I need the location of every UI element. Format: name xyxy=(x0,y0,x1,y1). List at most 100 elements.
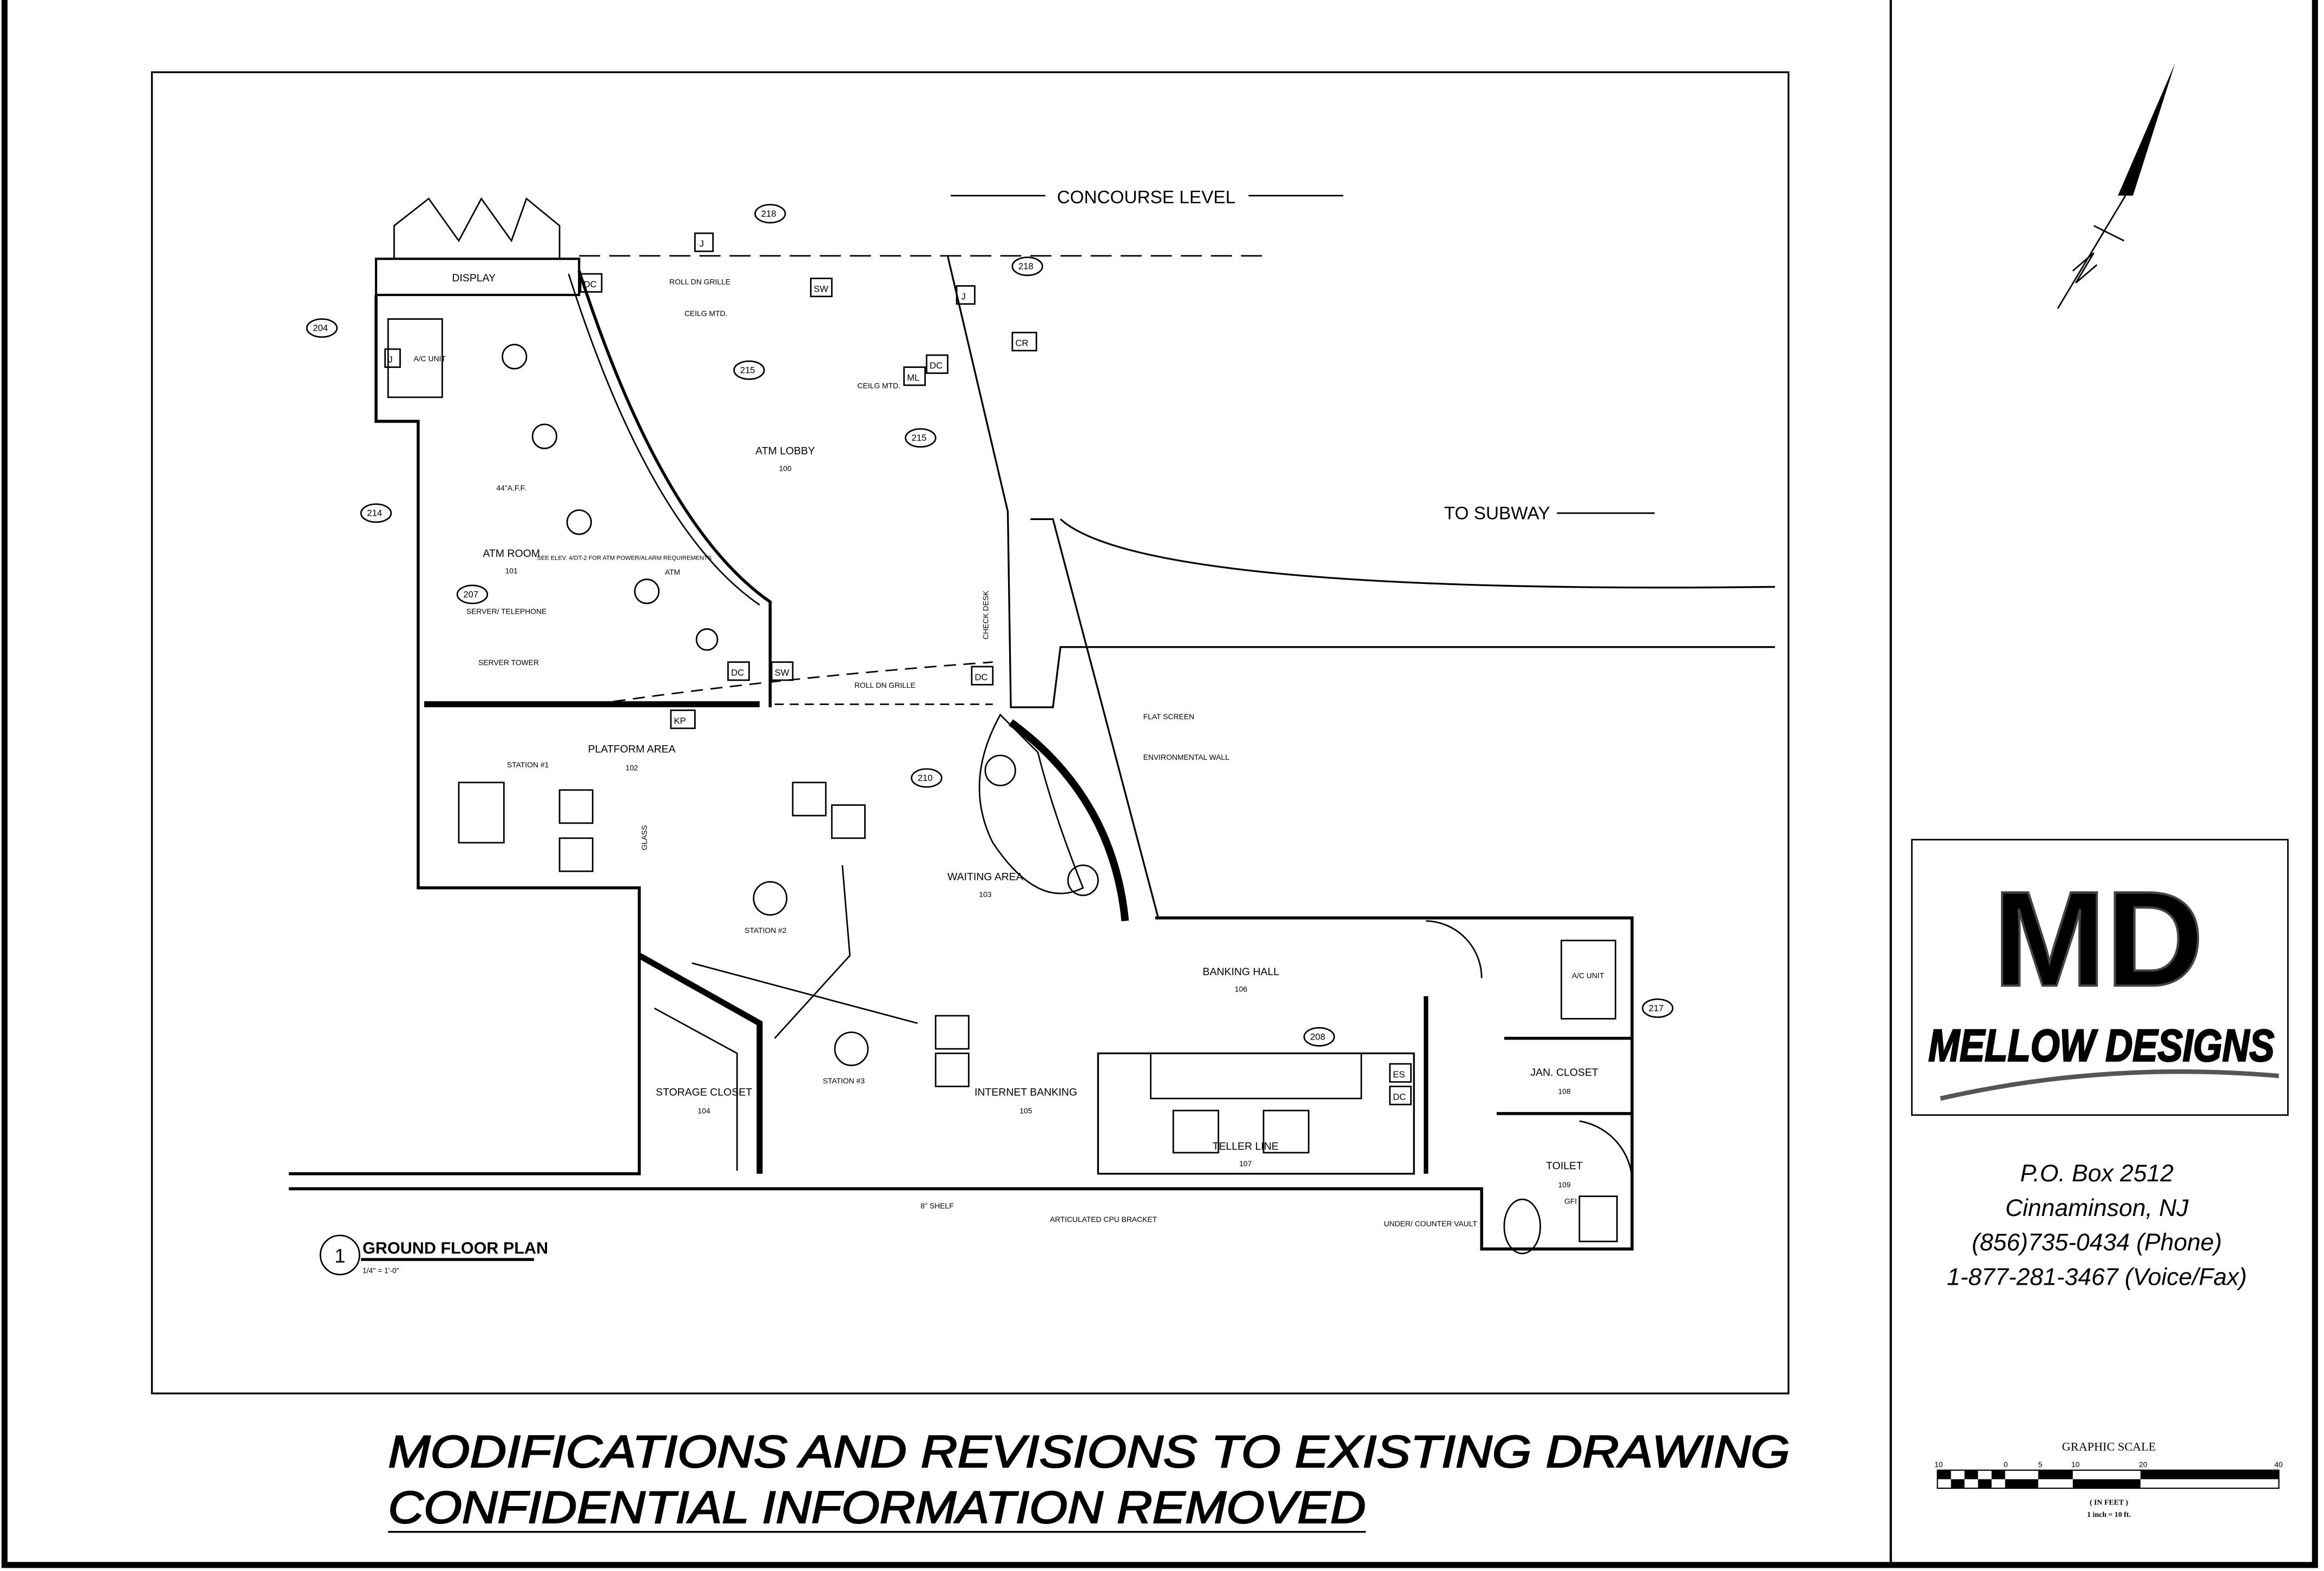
see-elevation-note: SEE ELEV. 4/DT-2 FOR ATM POWER/ALARM REQ… xyxy=(537,555,712,561)
svg-text:208: 208 xyxy=(1310,1031,1325,1042)
svg-text:MELLOW DESIGNS: MELLOW DESIGNS xyxy=(1928,1020,2274,1070)
tag: CR xyxy=(1011,332,1037,352)
svg-text:217: 217 xyxy=(1649,1003,1664,1014)
svg-text:SW: SW xyxy=(775,668,789,678)
station-1-note: STATION #1 xyxy=(507,760,549,769)
svg-text:MD: MD xyxy=(1993,863,2203,1015)
svg-text:DISPLAY: DISPLAY xyxy=(452,272,496,284)
flat-screen-note: FLAT SCREEN xyxy=(1143,712,1194,721)
plan-notes: ROLL DN GRILLE ROLL DN GRILLE CEILG MTD.… xyxy=(413,278,1604,1228)
shelf-note: 8" SHELF xyxy=(920,1201,953,1210)
concourse-level-text: CONCOURSE LEVEL xyxy=(1057,187,1235,207)
concourse-label: CONCOURSE LEVEL xyxy=(950,187,1344,207)
svg-text:ES: ES xyxy=(1393,1069,1405,1080)
callout: 215 xyxy=(905,428,937,448)
tag: DC xyxy=(1389,1086,1412,1106)
station-3-note: STATION #3 xyxy=(823,1076,865,1085)
svg-text:DC: DC xyxy=(731,668,744,678)
graphic-scale: GRAPHIC SCALE 10 0 5 10 20 40 ( IN FEET … xyxy=(1934,1440,2283,1519)
svg-text:ML: ML xyxy=(907,373,919,383)
gfi-note: GFI xyxy=(1564,1197,1577,1206)
svg-text:218: 218 xyxy=(761,208,776,219)
callout: 218 xyxy=(1011,257,1043,277)
svg-text:210: 210 xyxy=(918,773,933,783)
north-arrow-icon xyxy=(2057,63,2175,309)
callout: 214 xyxy=(360,503,392,523)
svg-text:DC: DC xyxy=(584,279,597,290)
tag: ES xyxy=(1389,1063,1412,1083)
station-2-note: STATION #2 xyxy=(745,926,787,935)
svg-text:207: 207 xyxy=(463,589,478,600)
address-line1: P.O. Box 2512 xyxy=(2020,1160,2174,1187)
scale-tick-label: 40 xyxy=(2274,1460,2283,1469)
ac-unit-note: A/C UNIT xyxy=(1572,971,1604,980)
atm-lobby-number: 100 xyxy=(779,464,792,472)
jan-closet-number: 108 xyxy=(1558,1087,1571,1096)
atm-note: ATM xyxy=(665,568,680,576)
graphic-scale-title: GRAPHIC SCALE xyxy=(2062,1440,2156,1454)
tag: KP xyxy=(670,709,696,729)
environmental-wall-note: ENVIRONMENTAL WALL xyxy=(1143,753,1230,761)
atm-room-label: ATM ROOM xyxy=(483,548,540,560)
company-logo: MD MELLOW DESIGNS xyxy=(1911,839,2289,1116)
waiting-area-label: WAITING AREA xyxy=(947,871,1023,883)
svg-text:J: J xyxy=(961,291,965,301)
atm-room-number: 101 xyxy=(505,566,518,575)
toilet-label: TOILET xyxy=(1546,1160,1583,1172)
svg-text:204: 204 xyxy=(313,323,328,333)
subway-label: TO SUBWAY xyxy=(1444,503,1655,523)
roll-grille-note: ROLL DN GRILLE xyxy=(854,681,916,689)
callout: 204 xyxy=(306,318,338,338)
walls xyxy=(288,255,1775,1251)
check-desk-note: CHECK DESK xyxy=(981,590,990,640)
scale-units: ( IN FEET ) xyxy=(2090,1499,2129,1507)
tag: DC xyxy=(971,666,994,686)
tag: DC xyxy=(580,273,603,293)
teller-line-number: 107 xyxy=(1239,1159,1252,1168)
callout: 218 xyxy=(754,203,786,224)
callouts: 218 218 215 215 204 214 217 210 208 207 xyxy=(306,203,1674,1047)
tag: J xyxy=(384,348,401,368)
toilet-number: 109 xyxy=(1558,1180,1571,1189)
svg-text:KP: KP xyxy=(674,715,686,726)
platform-area-label: PLATFORM AREA xyxy=(588,743,676,755)
revision-notes: MODIFICATIONS AND REVISIONS TO EXISTING … xyxy=(387,1426,1790,1533)
banking-hall-number: 106 xyxy=(1235,984,1247,993)
svg-text:SW: SW xyxy=(814,284,828,294)
room-labels: ATM ROOM 101 ATM LOBBY 100 PLATFORM AREA… xyxy=(483,445,1598,1189)
scale-tick-label: 10 xyxy=(2071,1460,2080,1469)
callout: 215 xyxy=(733,360,765,380)
tag: DC xyxy=(926,354,949,374)
storage-closet-label: STORAGE CLOSET xyxy=(656,1086,752,1098)
callout: 207 xyxy=(456,584,489,604)
banking-hall-label: BANKING HALL xyxy=(1203,966,1280,978)
ceiling-mounted-note: CEILG MTD. xyxy=(684,309,727,318)
phone-number: (856)735-0434 (Phone) xyxy=(1972,1230,2222,1256)
plan-title-block: 1 GROUND FLOOR PLAN 1/4" = 1'-0" xyxy=(319,1234,548,1276)
server-telephone-note: SERVER/ TELEPHONE xyxy=(466,607,547,616)
roll-grille-note: ROLL DN GRILLE xyxy=(669,278,730,286)
revision-note-line1: MODIFICATIONS AND REVISIONS TO EXISTING … xyxy=(388,1427,1790,1477)
tag: SW xyxy=(809,278,833,298)
svg-text:J: J xyxy=(700,239,704,249)
callout: 208 xyxy=(1303,1027,1335,1047)
tag: SW xyxy=(771,661,794,681)
to-subway-text: TO SUBWAY xyxy=(1444,503,1550,523)
teller-line-label: TELLER LINE xyxy=(1213,1140,1279,1152)
platform-area-number: 102 xyxy=(626,764,638,772)
tag: ML xyxy=(903,366,926,386)
server-tower-note: SERVER TOWER xyxy=(478,658,539,667)
display-bay: DISPLAY xyxy=(393,197,561,284)
drawing-frame xyxy=(151,71,1790,1395)
internet-banking-number: 105 xyxy=(1019,1107,1032,1115)
plan-title: GROUND FLOOR PLAN xyxy=(363,1239,548,1257)
scale-tick-label: 0 xyxy=(2004,1460,2008,1469)
address-line2: Cinnaminson, NJ xyxy=(2005,1195,2189,1221)
internet-banking-label: INTERNET BANKING xyxy=(975,1086,1077,1098)
jan-closet-label: JAN. CLOSET xyxy=(1530,1067,1598,1079)
tag: J xyxy=(956,285,976,305)
plan-scale: 1/4" = 1'-0" xyxy=(363,1266,399,1274)
plan-number: 1 xyxy=(334,1245,345,1267)
